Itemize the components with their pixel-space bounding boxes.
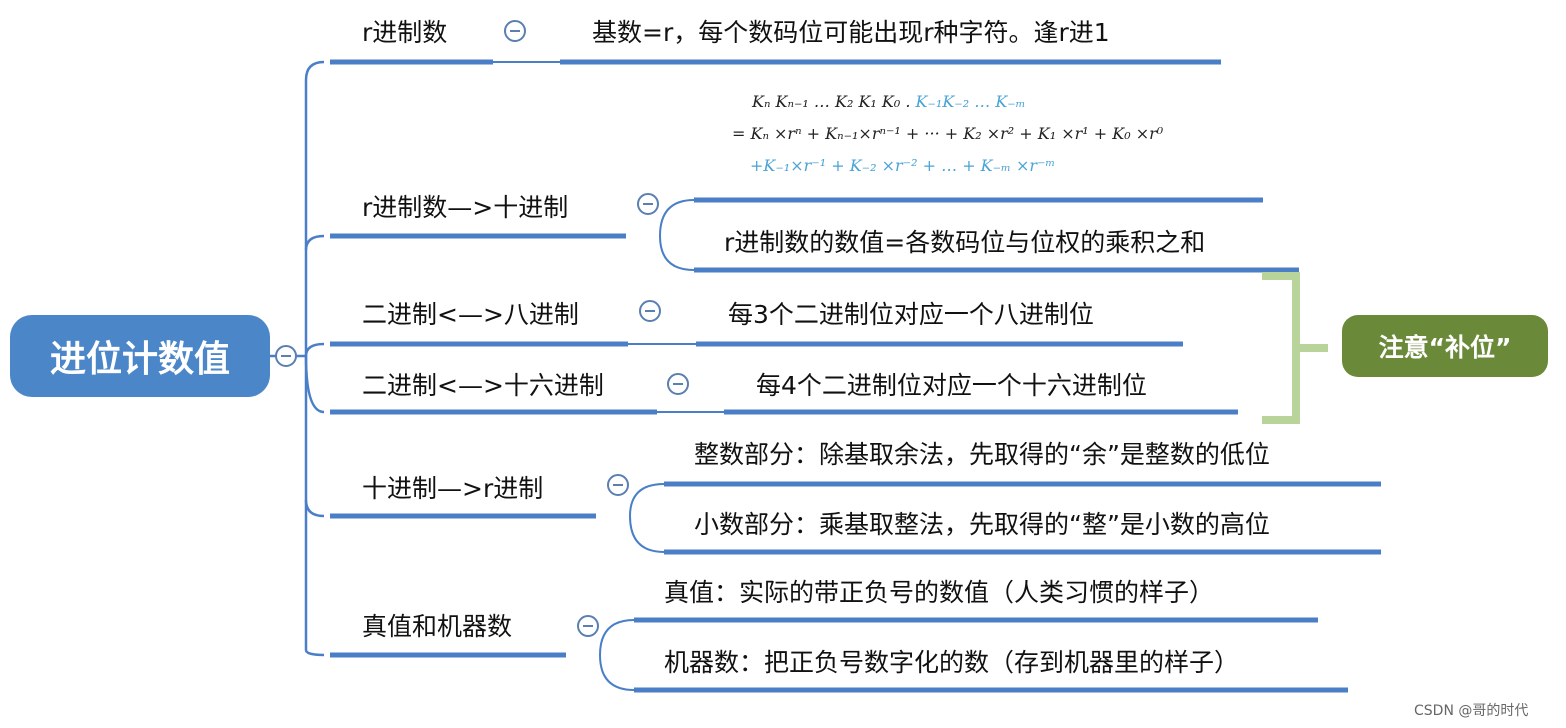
collapse-icon[interactable] bbox=[637, 193, 659, 215]
detail-text[interactable]: 每3个二进制位对应一个八进制位 bbox=[728, 300, 1094, 329]
watermark: CSDN @哥的时代 bbox=[1414, 703, 1529, 719]
detail-text[interactable]: 整数部分：除基取余法，先取得的“余”是整数的低位 bbox=[694, 440, 1270, 469]
branch-label[interactable]: r进制数—>十进制 bbox=[362, 193, 569, 222]
branch-label[interactable]: 十进制—>r进制 bbox=[362, 474, 544, 503]
formula-line-2: = Kₙ ×rⁿ + Kₙ₋₁×rⁿ⁻¹ + ··· + K₂ ×r² + K₁… bbox=[732, 124, 1164, 143]
collapse-icon[interactable] bbox=[639, 300, 661, 322]
branch-label[interactable]: 真值和机器数 bbox=[362, 612, 513, 641]
formula-line-1-integer: Kₙ Kₙ₋₁ … K₂ K₁ K₀ . bbox=[752, 92, 911, 111]
detail-text[interactable]: 小数部分：乘基取整法，先取得的“整”是小数的高位 bbox=[694, 510, 1270, 539]
branch-label[interactable]: r进制数 bbox=[362, 18, 448, 47]
collapse-icon[interactable] bbox=[667, 373, 689, 395]
detail-text[interactable]: 真值：实际的带正负号的数值（人类习惯的样子） bbox=[664, 578, 1215, 607]
note-node[interactable]: 注意“补位” bbox=[1342, 315, 1548, 377]
collapse-icon[interactable] bbox=[504, 20, 526, 42]
detail-text[interactable]: r进制数的数值=各数码位与位权的乘积之和 bbox=[724, 228, 1206, 257]
trunk-connector bbox=[304, 60, 325, 356]
detail-text[interactable]: 每4个二进制位对应一个十六进制位 bbox=[756, 371, 1147, 400]
note-label: 注意“补位” bbox=[1378, 333, 1512, 362]
collapse-icon[interactable] bbox=[577, 615, 599, 637]
bracket bbox=[1262, 272, 1328, 424]
detail-text[interactable]: 机器数：把正负号数字化的数（存到机器里的样子） bbox=[664, 648, 1240, 677]
root-node[interactable]: 进位计数值 bbox=[10, 315, 270, 397]
formula-line-1-fraction: K₋₁K₋₂ … K₋ₘ bbox=[915, 92, 1026, 111]
branch-label[interactable]: 二进制<—>十六进制 bbox=[362, 371, 604, 400]
formula-line-3: +K₋₁×r⁻¹ + K₋₂ ×r⁻² + … + K₋ₘ ×r⁻ᵐ bbox=[750, 156, 1056, 175]
collapse-icon[interactable] bbox=[275, 345, 297, 367]
detail-text[interactable]: 基数=r，每个数码位可能出现r种字符。逢r进1 bbox=[592, 18, 1110, 47]
collapse-icon[interactable] bbox=[607, 474, 629, 496]
root-label: 进位计数值 bbox=[49, 339, 230, 380]
formula-line-1: Kₙ Kₙ₋₁ … K₂ K₁ K₀ . K₋₁K₋₂ … K₋ₘ bbox=[752, 94, 1026, 110]
branch-label[interactable]: 二进制<—>八进制 bbox=[362, 300, 579, 329]
